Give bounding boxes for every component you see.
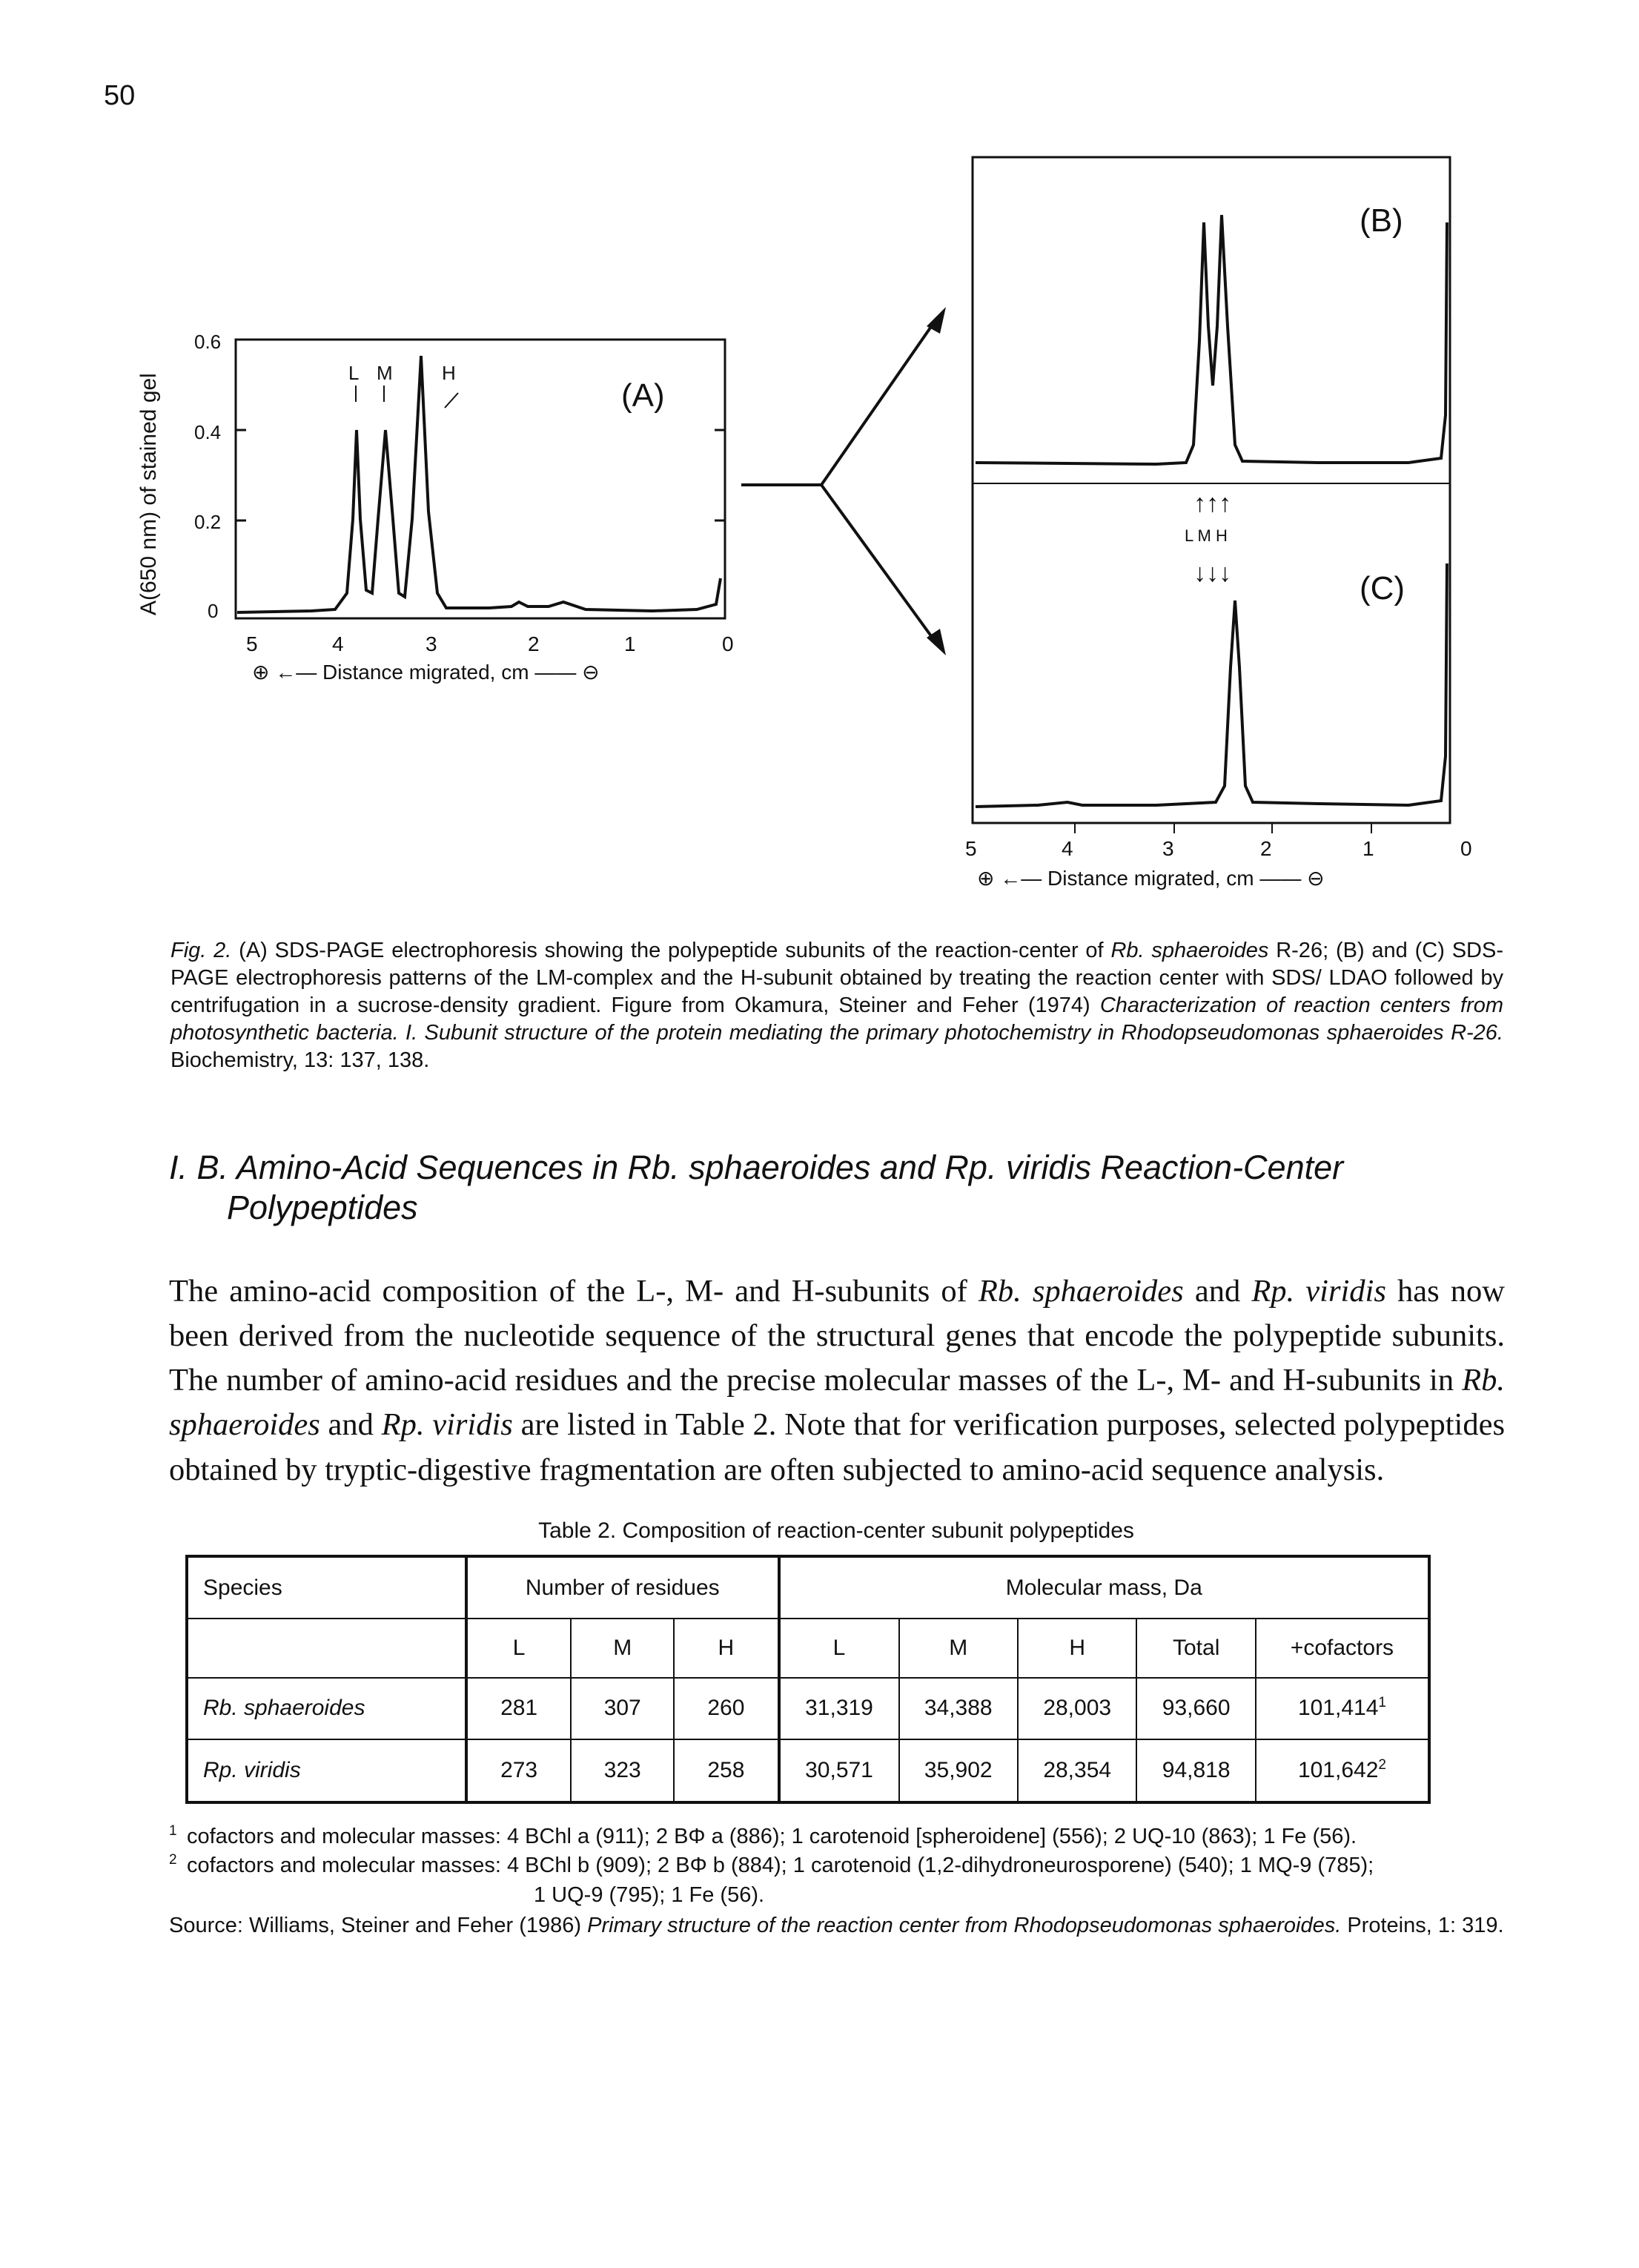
peak-label-h: H	[442, 362, 456, 384]
table-row: Rp. viridis 273 323 258 30,571 35,902 28…	[186, 1738, 1431, 1804]
body-text: and	[319, 1407, 382, 1443]
section-heading-line2: Polypeptides	[227, 1188, 418, 1226]
species-name: Rb. sphaeroides	[169, 1363, 1505, 1443]
panel-a-ytick: 0.2	[194, 511, 221, 533]
cell: 28,354	[1016, 1738, 1138, 1804]
panel-c-label: (C)	[1360, 570, 1405, 606]
cell: 34,388	[898, 1677, 1019, 1740]
bc-xtick: 5	[965, 837, 977, 860]
species-name: Rp. viridis	[381, 1407, 513, 1443]
panel-a-ytick: 0	[208, 600, 218, 622]
bc-xtick: 2	[1260, 837, 1272, 860]
peak-label-m: M	[377, 362, 393, 384]
page-number: 50	[104, 80, 136, 111]
panel-a-ytick: 0.4	[194, 421, 221, 443]
body-text: are listed in Table 2. Note that for ver…	[169, 1407, 1506, 1487]
peak-label-l: L	[348, 362, 359, 384]
panel-a-ytick: 0.6	[194, 331, 221, 353]
panel-b-trace	[975, 214, 1448, 466]
cell: 258	[673, 1738, 780, 1804]
cell: 94,818	[1136, 1738, 1256, 1804]
footnote-mark: 1	[1378, 1695, 1386, 1711]
col-species: Species	[186, 1555, 467, 1619]
panel-bc-frame	[971, 156, 1451, 824]
panel-a-label: (A)	[621, 377, 665, 414]
cell: 28,003	[1016, 1677, 1138, 1740]
panel-a-xtick: 1	[624, 632, 636, 655]
panel-a-trace	[236, 355, 722, 614]
col-res-h: H	[673, 1618, 780, 1679]
table-source: Source: Williams, Steiner and Feher (198…	[169, 1914, 1504, 1938]
panel-b-label: (B)	[1360, 202, 1403, 239]
bc-xtick: 0	[1460, 837, 1472, 860]
bc-xtick: 3	[1162, 837, 1174, 860]
col-mass-h: H	[1016, 1618, 1138, 1679]
panel-bc: (B) (C) ↑↑↑ L M H ↓↓↓ 5 4 3 2 1 0 ⊕ ←— D…	[965, 156, 1472, 890]
cell-cofactors: 101,4141	[1254, 1677, 1431, 1740]
table-2: Species Number of residues Molecular mas…	[185, 1555, 1431, 1804]
panel-a-xtick: 3	[426, 632, 437, 655]
footnote-mark: 2	[1378, 1756, 1386, 1773]
row-species: Rp. viridis	[186, 1738, 467, 1804]
cell: 93,660	[1136, 1677, 1256, 1740]
body-text: The amino-acid composition of the L-, M-…	[169, 1274, 979, 1309]
row-species: Rb. sphaeroides	[186, 1677, 467, 1740]
cell: 30,571	[777, 1738, 900, 1804]
caption-lead: Fig. 2.	[170, 939, 232, 962]
panel-a-frame	[234, 338, 726, 620]
panel-a-xtick: 2	[528, 632, 540, 655]
composition-table: Species Number of residues Molecular mas…	[185, 1555, 1431, 1804]
species-name: Rb. sphaeroides	[978, 1274, 1184, 1309]
col-group-mass: Molecular mass, Da	[777, 1555, 1430, 1619]
col-res-l: L	[464, 1618, 572, 1679]
panel-a-xlabel: ⊕ ←— Distance migrated, cm —— ⊖	[252, 661, 600, 684]
cell: 281	[464, 1677, 572, 1740]
figure-caption: Fig. 2. (A) SDS-PAGE electrophoresis sho…	[170, 937, 1503, 1075]
bc-arrows-down: ↓↓↓	[1193, 559, 1231, 587]
caption-text: Biochemistry, 13: 137, 138.	[170, 1048, 430, 1073]
cell: 260	[673, 1677, 780, 1740]
panel-a-xtick: 5	[246, 632, 258, 655]
table-title: Table 2. Composition of reaction-center …	[538, 1518, 1134, 1543]
bc-xtick: 1	[1362, 837, 1374, 860]
figure-2: (A) A(650 nm) of stained gel 0.6 0.4 0.2…	[136, 156, 1472, 890]
col-group-residues: Number of residues	[465, 1555, 780, 1619]
bc-labels-top: L M H	[1185, 526, 1228, 545]
body-text: and	[1183, 1274, 1252, 1309]
caption-text: (A) SDS-PAGE electrophoresis showing the…	[231, 939, 1111, 962]
caption-ref-title: Characterization of reaction centers fro…	[170, 994, 1504, 1045]
cell: 273	[464, 1738, 572, 1804]
body-text: has now been derived from the nucleotide…	[169, 1274, 1505, 1398]
caption-species: Rb. sphaeroides	[1110, 939, 1269, 962]
section-heading: I. B. Amino-Acid Sequences in Rb. sphaer…	[169, 1148, 1503, 1228]
col-mass-total: Total	[1136, 1618, 1256, 1679]
cell-cofactors: 101,6422	[1254, 1738, 1431, 1804]
col-mass-m: M	[898, 1618, 1019, 1679]
panel-a: (A) A(650 nm) of stained gel 0.6 0.4 0.2…	[136, 331, 734, 684]
section-heading-line1: I. B. Amino-Acid Sequences in Rb. sphaer…	[169, 1148, 1344, 1186]
caption-text: R-26; (B) and (C) SDS-PAGE electrophores…	[170, 939, 1503, 1018]
col-mass-l: L	[777, 1618, 900, 1679]
bc-arrows-up: ↑↑↑	[1193, 489, 1231, 518]
cell: 323	[570, 1738, 675, 1804]
col-blank	[186, 1618, 467, 1679]
cell: 31,319	[777, 1677, 900, 1740]
col-mass-cofactors: +cofactors	[1254, 1618, 1431, 1679]
table-row: Rb. sphaeroides 281 307 260 31,319 34,38…	[186, 1677, 1431, 1740]
panel-c-trace	[975, 563, 1448, 808]
cell: 307	[570, 1677, 675, 1740]
bc-xtick: 4	[1062, 837, 1073, 860]
connector-arrows	[741, 307, 946, 655]
species-name: Rp. viridis	[1251, 1274, 1386, 1309]
body-paragraph: The amino-acid composition of the L-, M-…	[169, 1269, 1505, 1492]
panel-a-xtick: 4	[332, 632, 344, 655]
panel-a-ylabel: A(650 nm) of stained gel	[136, 373, 161, 615]
cell: 35,902	[898, 1738, 1019, 1804]
bc-xlabel: ⊕ ←— Distance migrated, cm —— ⊖	[977, 867, 1325, 890]
panel-a-xtick: 0	[722, 632, 734, 655]
col-res-m: M	[570, 1618, 675, 1679]
